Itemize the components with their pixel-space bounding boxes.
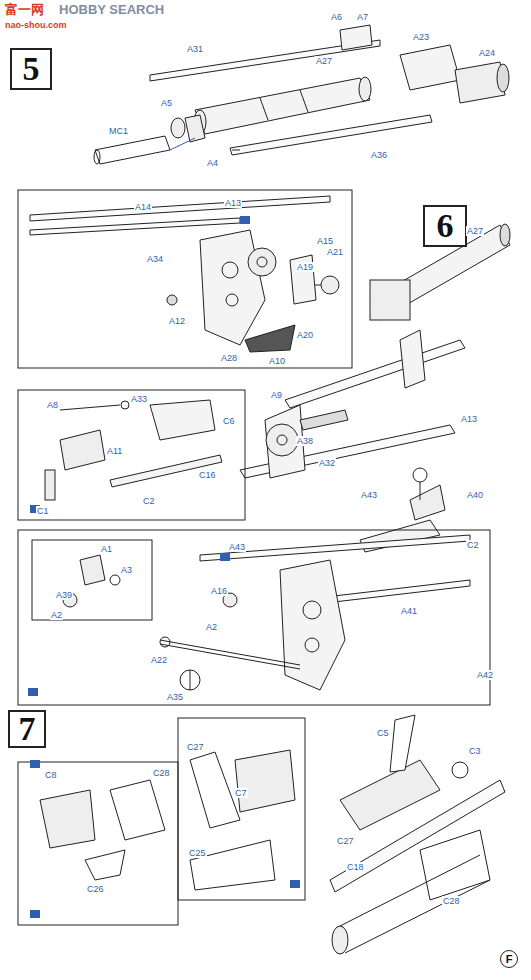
- callout-number: C1: [36, 506, 50, 516]
- callout-number: C5: [376, 728, 390, 738]
- callout-number: C2: [142, 496, 156, 506]
- callout-number: A39: [55, 590, 73, 600]
- callout-number: A14: [134, 202, 152, 212]
- callout-number: A38: [296, 436, 314, 446]
- callout-number: C27: [336, 836, 355, 846]
- callout-number: A9: [270, 390, 283, 400]
- callout-number: A19: [296, 262, 314, 272]
- callout-number: A28: [220, 353, 238, 363]
- step-text: 7: [19, 711, 36, 747]
- callout-number: A27: [315, 56, 333, 66]
- callout-number: C27: [186, 742, 205, 752]
- callout-number: C18: [346, 862, 365, 872]
- callout-number: A43: [360, 490, 378, 500]
- callout-number: A7: [356, 12, 369, 22]
- callout-number: MC1: [108, 126, 129, 136]
- callout-number: C2: [466, 540, 480, 550]
- callout-number: A35: [166, 692, 184, 702]
- step-number: 6: [423, 205, 467, 247]
- callout-number: A31: [186, 44, 204, 54]
- callout-number: C8: [44, 770, 58, 780]
- callout-number: A15: [316, 236, 334, 246]
- callout-number: A41: [400, 606, 418, 616]
- callout-number: A32: [318, 458, 336, 468]
- callout-number: A34: [146, 254, 164, 264]
- callout-number: A13: [224, 198, 242, 208]
- callout-number: C28: [152, 768, 171, 778]
- callout-number: C7: [234, 788, 248, 798]
- callout-number: A16: [210, 586, 228, 596]
- step-text: 6: [437, 208, 454, 244]
- callout-number: A10: [268, 356, 286, 366]
- step-number: 5: [10, 48, 52, 90]
- callout-number: A20: [296, 330, 314, 340]
- callout-number: A24: [478, 48, 496, 58]
- callout-number: A4: [206, 158, 219, 168]
- callout-number: C16: [198, 470, 217, 480]
- callout-number: A6: [330, 12, 343, 22]
- callout-number: A8: [46, 400, 59, 410]
- step-text: 5: [23, 51, 40, 87]
- callout-number: A36: [370, 150, 388, 160]
- callout-number: A43: [228, 542, 246, 552]
- callout-number: A27: [466, 226, 484, 236]
- callout-number: A11: [106, 446, 123, 456]
- callout-number: C26: [86, 884, 105, 894]
- callout-number: A22: [150, 655, 168, 665]
- callout-number: C6: [222, 416, 236, 426]
- callout-number: A40: [466, 490, 484, 500]
- callout-number: A33: [130, 394, 148, 404]
- watermark: 富一网: [4, 3, 45, 17]
- watermark: HOBBY SEARCH: [58, 3, 165, 17]
- callout-number: C28: [442, 896, 461, 906]
- callout-number: C25: [188, 848, 207, 858]
- step-text: F: [506, 953, 513, 965]
- step-number: 7: [8, 710, 46, 748]
- callout-number: A5: [160, 98, 173, 108]
- callout-number: A13: [460, 414, 478, 424]
- callout-number: A23: [412, 32, 430, 42]
- callout-number: A3: [120, 565, 133, 575]
- watermark: nao-shou.com: [4, 20, 68, 30]
- callout-number: A12: [168, 316, 186, 326]
- callout-number: A2: [50, 610, 63, 620]
- callout-number: A42: [476, 670, 494, 680]
- sheet-letter: F: [500, 950, 518, 968]
- callout-number: A21: [326, 247, 344, 257]
- callout-number: A2: [205, 622, 218, 632]
- callout-number: C3: [468, 746, 482, 756]
- callout-number: A1: [100, 544, 113, 554]
